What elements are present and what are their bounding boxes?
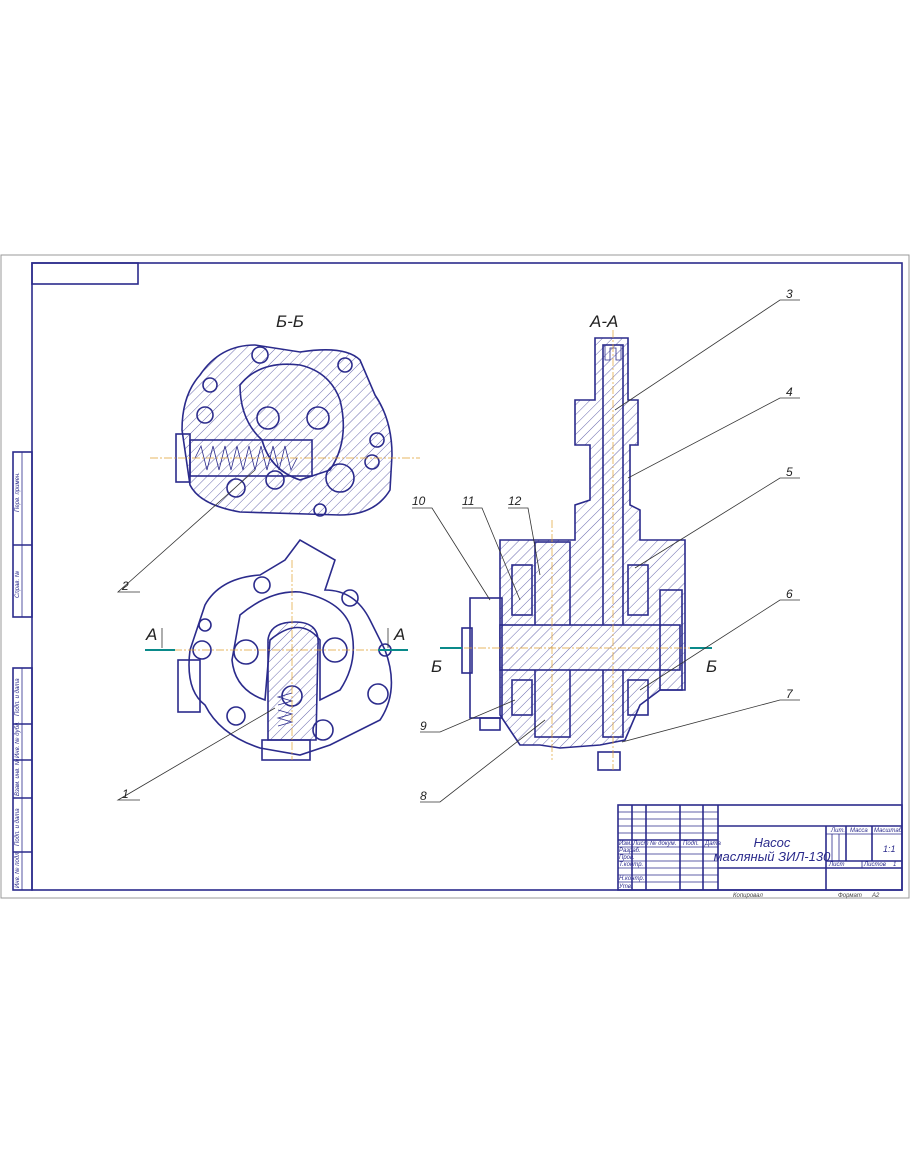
role: Т.контр. xyxy=(619,862,643,868)
sheets-value: 1 xyxy=(893,862,896,868)
col-header: Лист xyxy=(632,841,648,847)
callout-6: 6 xyxy=(786,587,793,601)
drawing-title-line1: Насос xyxy=(754,835,791,850)
lit-label: Лит. xyxy=(830,828,845,834)
drawing-frame xyxy=(31,262,903,891)
stamp-text: Подп. и дата xyxy=(15,678,21,716)
callout-12: 12 xyxy=(508,494,522,508)
scale-value: 1:1 xyxy=(883,844,896,854)
callout-9: 9 xyxy=(420,719,427,733)
callout-2: 2 xyxy=(121,579,129,593)
side-stamps: Перв. примен. Справ. № Подп. и дата Инв.… xyxy=(12,451,33,891)
section-bb-label: Б-Б xyxy=(276,312,304,331)
role: Н.контр. xyxy=(619,876,644,882)
mass-label: Масса xyxy=(850,828,868,834)
callouts: 1 2 3 4 5 6 7 8 9 10 11 12 xyxy=(116,287,800,803)
stamp-text: Перв. примен. xyxy=(15,472,21,512)
cut-b-right: Б xyxy=(706,657,717,676)
callout-8: 8 xyxy=(420,789,427,803)
callout-5: 5 xyxy=(786,465,793,479)
external-view: А А xyxy=(145,538,408,761)
role: Утв. xyxy=(618,884,633,890)
format-label: Формат xyxy=(838,893,862,899)
col-header: Подп. xyxy=(683,841,699,847)
section-aa-view: А-А Б Б xyxy=(431,312,717,771)
callout-4: 4 xyxy=(786,385,793,399)
stamp-text: Справ. № xyxy=(14,570,21,598)
sheet-border xyxy=(0,254,910,899)
cut-a-left: А xyxy=(145,625,157,644)
col-header: Дата xyxy=(704,841,721,847)
stamp-text: Инв. № подл. xyxy=(14,851,21,888)
callout-7: 7 xyxy=(786,687,794,701)
role: Разраб. xyxy=(619,848,641,854)
sheet-label: Лист xyxy=(828,862,844,868)
col-header: № докум. xyxy=(650,840,676,847)
callout-11: 11 xyxy=(462,494,474,508)
top-stamp-box xyxy=(31,262,139,285)
stamp-text: Взам. инв. № xyxy=(14,758,21,796)
callout-10: 10 xyxy=(412,494,426,508)
stamp-text: Подп. и дата xyxy=(15,808,21,846)
format-value: A2 xyxy=(871,893,880,899)
copied-label: Копировал xyxy=(733,893,763,899)
section-aa-label: А-А xyxy=(589,312,618,331)
drawing-title-line2: масляный ЗИЛ-130 xyxy=(714,849,831,864)
cut-b-left: Б xyxy=(431,657,442,676)
stamp-text: Инв. № дубл. xyxy=(14,721,21,758)
callout-3: 3 xyxy=(786,287,793,301)
title-block: Изм. Лист № докум. Подп. Дата Разраб. Пр… xyxy=(617,804,903,899)
scale-label: Масштаб xyxy=(874,828,903,834)
col-header: Изм. xyxy=(619,841,632,847)
callout-1: 1 xyxy=(122,787,129,801)
sheets-label: Листов xyxy=(863,862,886,868)
role: Пров. xyxy=(619,855,635,861)
section-bb-view: Б-Б xyxy=(150,312,420,517)
cut-a-right: А xyxy=(393,625,405,644)
